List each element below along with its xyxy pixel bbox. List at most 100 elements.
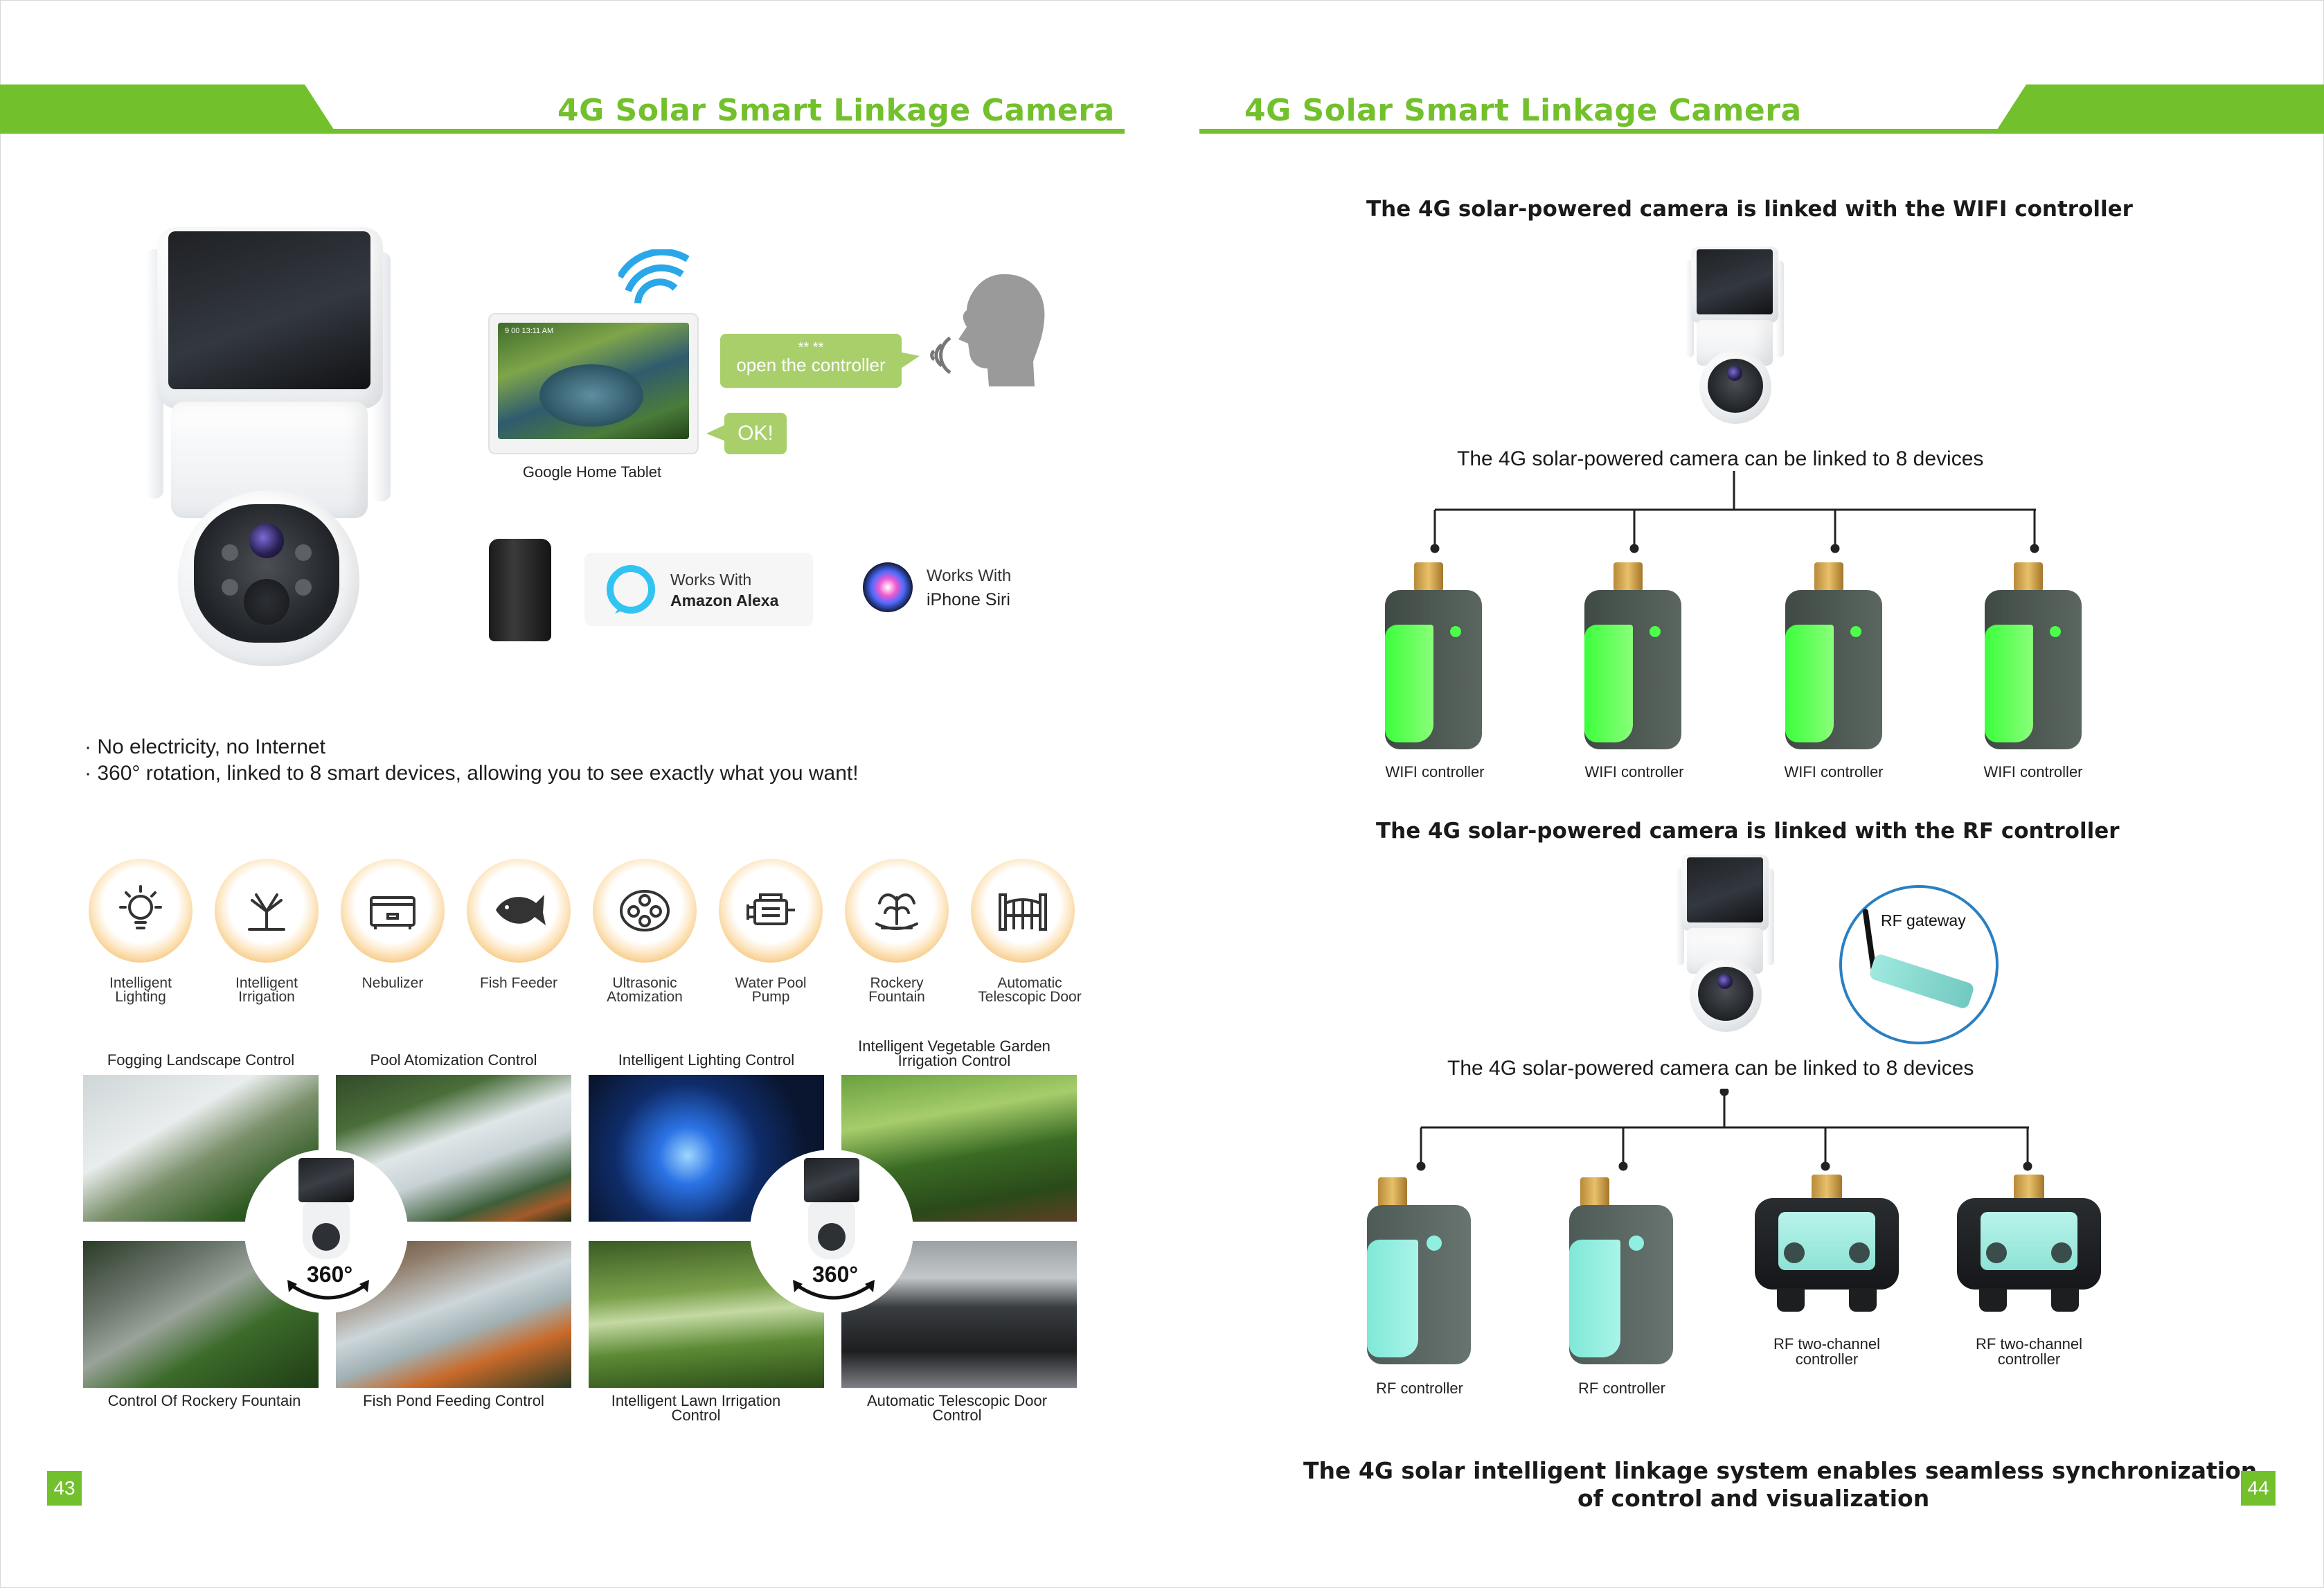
bullet-no-electricity: · No electricity, no Internet — [84, 735, 325, 758]
solar-panel — [168, 231, 370, 389]
device-label-line1: Intelligent — [235, 975, 298, 991]
controller-grip — [1785, 625, 1834, 742]
rf-section-title: The 4G solar-powered camera is linked wi… — [1376, 819, 2120, 844]
device-icon-fish-feeder — [467, 859, 571, 963]
tablet-screen-pond-image: 9 00 13:11 AM — [498, 323, 689, 439]
caption-rockery-fountain: Control Of Rockery Fountain — [107, 1392, 301, 1409]
caption-fogging-landscape: Fogging Landscape Control — [107, 1051, 295, 1069]
solar-panel — [1697, 249, 1773, 314]
device-icon-rockery-fountain — [845, 859, 949, 963]
mini-solar-panel — [804, 1158, 859, 1202]
rf-two-channel-controller-image — [1755, 1175, 1899, 1316]
camera-dome — [178, 490, 359, 666]
brass-fitting — [2014, 1175, 2044, 1201]
wifi-connection-tree — [1430, 471, 2039, 553]
wifi-controller-label: WIFI controller — [1983, 763, 2083, 780]
wifi-controller-label: WIFI controller — [1584, 763, 1684, 780]
outlet-right — [2051, 1288, 2079, 1312]
controller-body — [1985, 590, 2082, 749]
label-line2: controller — [1997, 1350, 2061, 1368]
atomizer-icon — [620, 890, 670, 931]
rotation-badge-left: 360° — [244, 1150, 408, 1313]
brass-fitting — [1580, 1177, 1609, 1208]
rotation-badge-right: 360° — [750, 1150, 913, 1313]
left-page-title: 4G Solar Smart Linkage Camera — [557, 93, 1115, 128]
device-label-line2: Irrigation — [238, 989, 295, 1005]
caption-line1: Intelligent Lawn Irrigation — [611, 1392, 781, 1409]
speaking-person-icon — [958, 274, 1045, 386]
device-icon-nebulizer — [341, 859, 445, 963]
mini-solar-panel — [298, 1158, 354, 1202]
wifi-controller-label: WIFI controller — [1784, 763, 1884, 780]
channel-button — [1849, 1242, 1870, 1263]
solar-panel-frame — [157, 227, 383, 409]
brass-fitting — [1814, 562, 1843, 591]
device-label-line2: Lighting — [115, 989, 166, 1005]
label-line1: RF two-channel — [1773, 1335, 1881, 1353]
wifi-controller-image — [1378, 562, 1489, 756]
ir-led — [295, 579, 312, 596]
wifi-linked-text: The 4G solar-powered camera can be linke… — [1457, 447, 1984, 470]
rf-controller-label: RF controller — [1376, 1380, 1463, 1397]
rf-connection-tree — [1416, 1089, 2032, 1171]
left-header-tab — [0, 84, 335, 132]
camera-lens — [1727, 366, 1742, 381]
caption-pool-atomization: Pool Atomization Control — [370, 1051, 537, 1069]
caption-fish-pond-feeding: Fish Pond Feeding Control — [363, 1392, 544, 1409]
device-label-line2: Telescopic Door — [978, 989, 1082, 1005]
sprinkler-icon — [248, 893, 285, 931]
device-label-line1: Intelligent — [109, 975, 172, 991]
device-label-nebulizer: Nebulizer — [323, 976, 462, 990]
rotation-label: 360° — [812, 1262, 859, 1287]
channel-button — [1784, 1242, 1805, 1263]
rf-controller-image — [1364, 1177, 1475, 1371]
solar-panel-frame — [1691, 247, 1778, 323]
device-label-line1: Fish Feeder — [479, 975, 558, 991]
caption-line1: Intelligent Vegetable Garden — [858, 1037, 1051, 1055]
device-icon-intelligent-lighting — [89, 859, 193, 963]
controller-grip — [1385, 625, 1433, 742]
brass-fitting — [2014, 562, 2043, 591]
rotation-label: 360° — [307, 1262, 353, 1287]
wifi-controller-image — [1778, 562, 1889, 756]
left-header-rule — [0, 129, 1125, 134]
siri-icon — [863, 562, 913, 612]
tablet-time: 9 00 13:11 AM — [505, 327, 554, 335]
caption-line2: Control — [671, 1407, 721, 1424]
device-icon-automatic-telescopic-door — [971, 859, 1075, 963]
rf-controller-image — [1566, 1177, 1677, 1371]
siri-line2: iPhone Siri — [927, 590, 1010, 609]
pond-water — [539, 364, 643, 427]
device-label-fish-feeder: Fish Feeder — [449, 976, 588, 990]
solar-camera-image — [142, 227, 405, 670]
pump-icon — [747, 893, 795, 925]
status-led — [1450, 626, 1461, 637]
channel-button — [2051, 1242, 2072, 1263]
rotation-arrow-icon — [793, 1280, 875, 1300]
solar-camera-small-rf — [1669, 855, 1780, 1049]
status-led — [2050, 626, 2061, 637]
mini-camera-face — [818, 1223, 846, 1251]
rf-linked-text: The 4G solar-powered camera can be linke… — [1447, 1057, 1974, 1080]
caption-intelligent-lighting: Intelligent Lighting Control — [618, 1051, 795, 1069]
caption-line2: Irrigation Control — [897, 1052, 1011, 1069]
status-led — [1650, 626, 1661, 637]
controller-body — [1584, 590, 1681, 749]
wifi-section-title: The 4G solar-powered camera is linked wi… — [1366, 197, 2133, 222]
fish-icon — [496, 895, 546, 925]
controller-body — [1755, 1198, 1899, 1290]
status-led — [1427, 1235, 1442, 1251]
footer-line1: The 4G solar intelligent linkage system … — [1303, 1457, 2258, 1484]
bubble-dots: ** ** — [798, 340, 824, 355]
right-header-rule — [1199, 129, 2324, 134]
bubble-command-text: open the controller — [736, 355, 886, 375]
device-label-line1: Nebulizer — [361, 975, 424, 991]
